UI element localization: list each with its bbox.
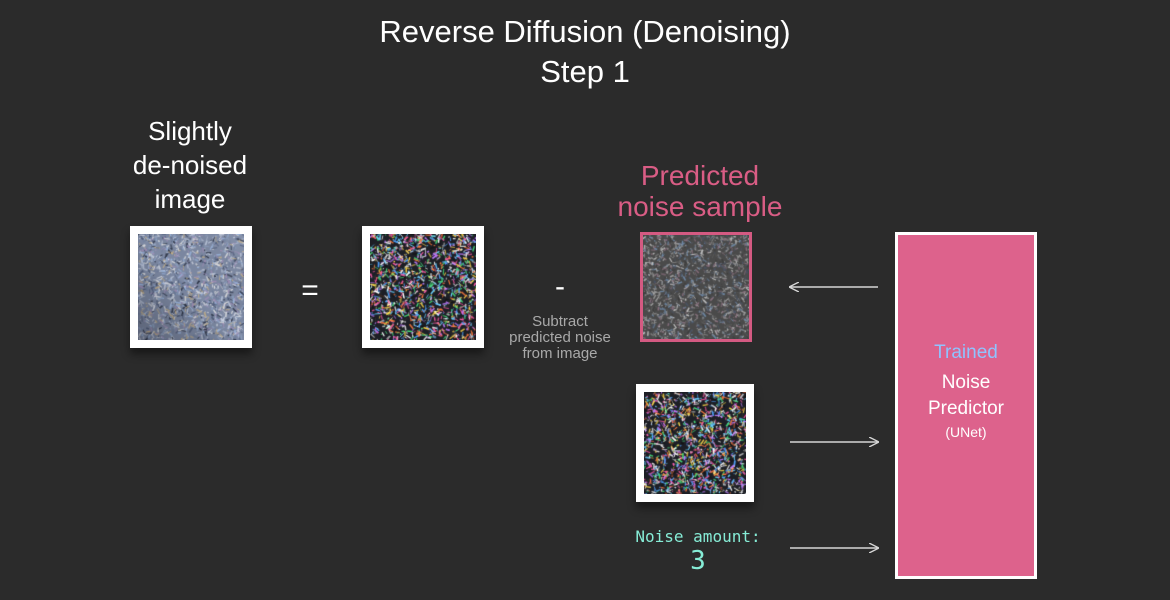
minus-sign: - [555,270,565,303]
unet-trained-label: Trained [934,342,998,363]
noise-predictor-unet: Trained Noise Predictor (UNet) [895,232,1037,579]
unet-line-noise: Noise [941,372,991,393]
diagram-title-line1: Reverse Diffusion (Denoising) [379,14,791,49]
input-noisy-image [636,384,754,502]
current-noisy-image [362,226,484,348]
subtract-note: Subtract predicted noise from image [490,314,630,362]
equals-sign: = [301,274,319,307]
subtract-note-line: from image [522,345,598,362]
subtract-note-line: predicted noise [509,329,611,346]
output-caption-line: de-noised [132,150,248,180]
output-image-caption: Slightly de-noised image [100,114,280,216]
predicted-noise-image [640,232,752,342]
diagram-title-line2: Step 1 [540,54,630,89]
noise-amount-value: 3 [690,546,706,576]
unet-line-unet: (UNet) [945,424,987,440]
denoised-noise-canvas [138,234,244,340]
predicted-noise-canvas [643,235,749,339]
predicted-caption-line: noise sample [617,191,783,222]
unet-line-predictor: Predictor [927,398,1005,419]
output-caption-line: Slightly [148,116,232,146]
predicted-caption-line: Predicted [640,160,760,191]
denoised-image [130,226,252,348]
current-noise-canvas [370,234,476,340]
output-caption-line: image [154,184,226,214]
noise-amount-label: Noise amount: [635,527,761,546]
predicted-noise-caption: Predicted noise sample [590,160,810,222]
subtract-note-line: Subtract [532,313,588,330]
input-noise-canvas [644,392,746,494]
